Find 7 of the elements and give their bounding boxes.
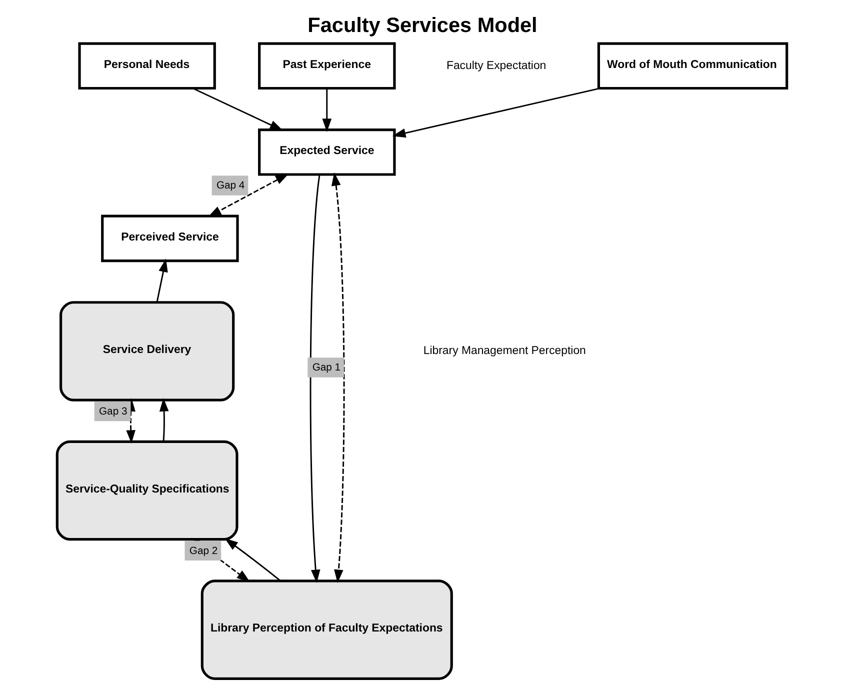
edge-label: Gap 1: [312, 362, 340, 374]
edge-label: Gap 2: [188, 546, 218, 557]
label: Library Management Perception: [422, 345, 586, 358]
diagram-title: Faculty Services Model: [307, 14, 537, 38]
label: Faculty Expectation: [446, 60, 546, 72]
edge-label: Gap 3: [98, 406, 127, 418]
edge-label: Gap 4: [216, 180, 244, 192]
